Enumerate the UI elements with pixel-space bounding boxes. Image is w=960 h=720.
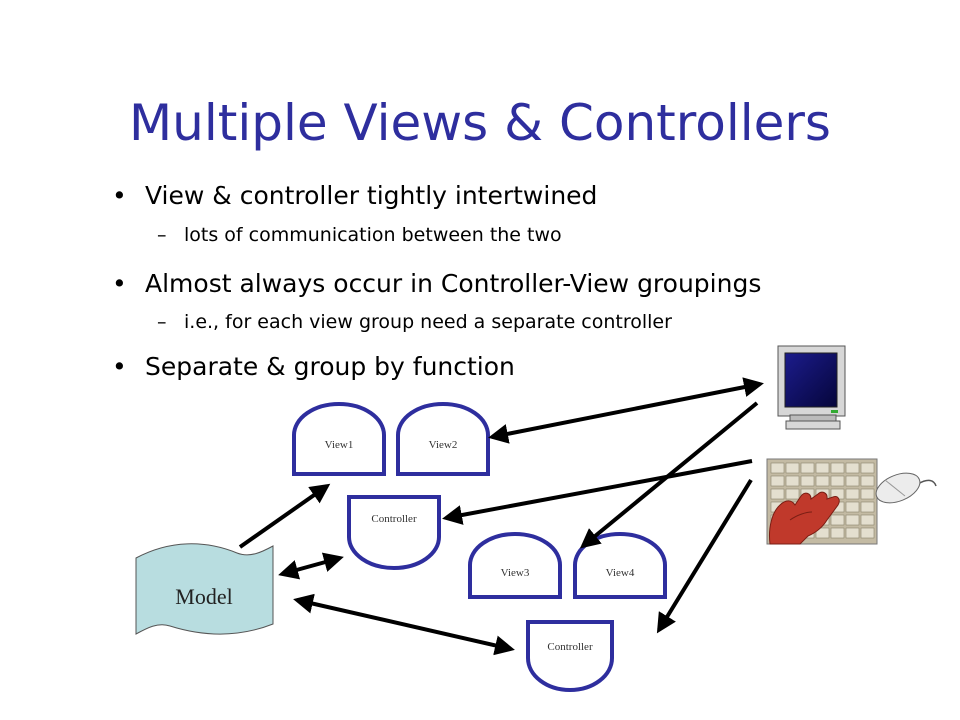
model-shape: Model — [135, 543, 274, 635]
sub-bullet-item: lots of communication between the two — [112, 222, 761, 248]
view4-shape: View4 — [573, 532, 667, 599]
view-group-1: View1 View2 Controller — [292, 402, 490, 570]
view3-shape: View3 — [468, 532, 562, 599]
connection-arrows — [238, 377, 764, 656]
arrow-model-controller2 — [293, 593, 515, 656]
arrow-model-controller1 — [278, 552, 344, 580]
controller2-shape: Controller — [526, 620, 614, 692]
view1-shape: View1 — [292, 402, 386, 476]
arrow-view2-monitor — [488, 377, 764, 444]
arrow-input-controller2 — [656, 478, 753, 634]
model-label: Model — [175, 584, 232, 609]
bullet-item: Separate & group by function — [112, 351, 761, 383]
bullet-list: View & controller tightly intertwined lo… — [112, 180, 761, 383]
view2-label: View2 — [429, 439, 458, 451]
monitor-icon — [777, 345, 846, 430]
sub-bullet-item: i.e., for each view group need a separat… — [112, 309, 761, 335]
arrow-monitor-view3 — [579, 401, 759, 549]
arrow-model-to-view1 — [238, 483, 331, 549]
controller1-label: Controller — [371, 513, 417, 525]
bullet-item: View & controller tightly intertwined — [112, 180, 761, 212]
view4-label: View4 — [606, 567, 635, 579]
hand-icon — [769, 491, 840, 545]
view1-label: View1 — [325, 439, 354, 451]
arrow-keyboard-controller1 — [442, 459, 753, 525]
mouse-icon — [875, 472, 937, 504]
controller1-shape: Controller — [347, 495, 441, 570]
view3-label: View3 — [501, 567, 530, 579]
controller2-label: Controller — [547, 641, 593, 653]
bullet-item: Almost always occur in Controller-View g… — [112, 268, 761, 300]
slide-title: Multiple Views & Controllers — [129, 94, 831, 152]
view2-shape: View2 — [396, 402, 490, 476]
view-group-2: View3 View4 Controller — [468, 532, 667, 692]
